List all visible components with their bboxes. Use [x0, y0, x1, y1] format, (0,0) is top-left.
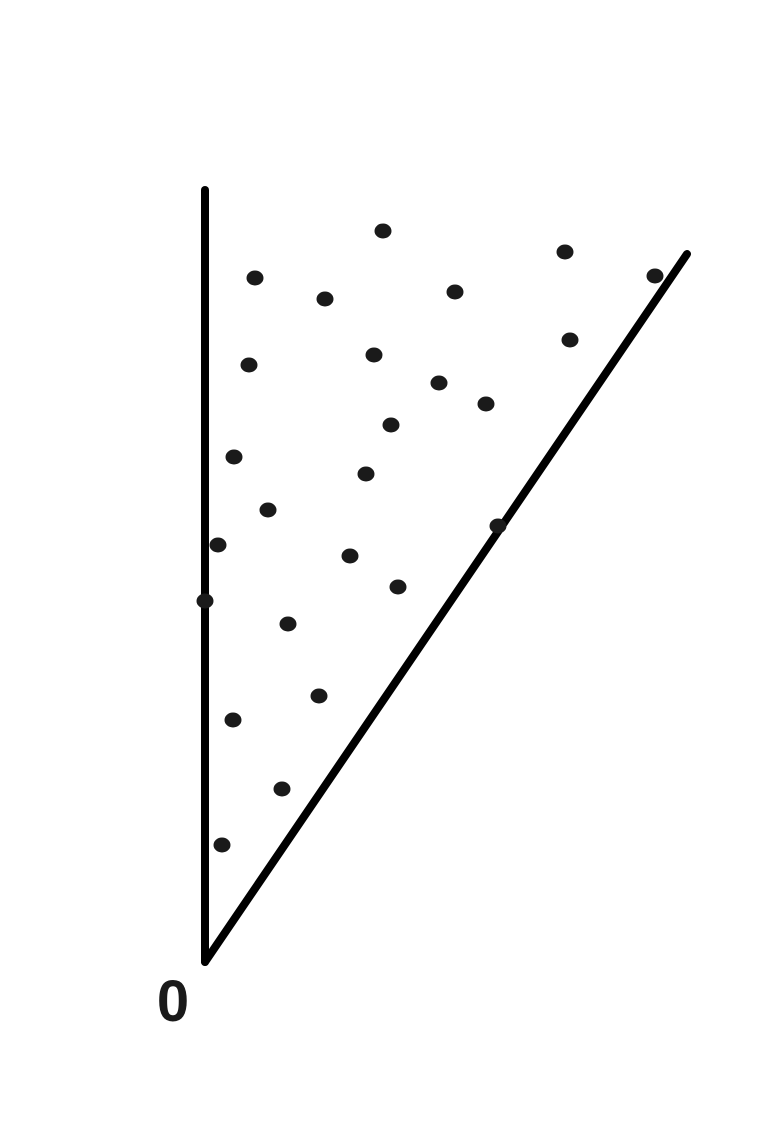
point-5	[316, 291, 334, 307]
point-25	[213, 837, 231, 853]
points-group	[196, 223, 664, 853]
point-23	[224, 712, 242, 728]
point-16	[489, 518, 507, 534]
point-7	[561, 332, 579, 348]
point-9	[365, 347, 383, 363]
point-24	[273, 781, 291, 797]
point-4	[246, 270, 264, 286]
point-14	[357, 466, 375, 482]
point-8	[240, 357, 258, 373]
point-6	[446, 284, 464, 300]
point-11	[477, 396, 495, 412]
point-21	[279, 616, 297, 632]
point-10	[430, 375, 448, 391]
point-15	[259, 502, 277, 518]
point-12	[382, 417, 400, 433]
point-19	[389, 579, 407, 595]
point-22	[310, 688, 328, 704]
point-17	[209, 537, 227, 553]
point-13	[225, 449, 243, 465]
point-20	[196, 593, 214, 609]
point-1	[374, 223, 392, 239]
point-18	[341, 548, 359, 564]
diagonal-ray	[201, 250, 691, 966]
point-2	[556, 244, 574, 260]
origin-label: 0	[157, 969, 189, 1034]
point-3	[646, 268, 664, 284]
